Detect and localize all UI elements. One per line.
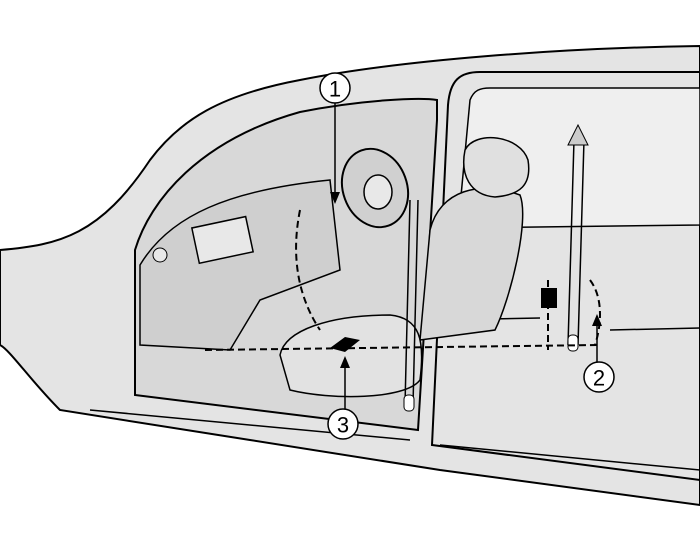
belt-guide	[567, 123, 589, 146]
callout-2: 2	[583, 361, 615, 393]
dash-vent	[190, 215, 255, 265]
dash-knob	[152, 247, 168, 263]
airbag-module	[363, 174, 393, 210]
callout-2-label: 2	[593, 366, 605, 391]
seat-sensor	[330, 337, 360, 352]
rear-seat-belt	[567, 139, 585, 346]
rocker-line	[89, 409, 700, 471]
b-pillar-sensor	[541, 288, 557, 308]
wiring-harness	[204, 209, 601, 351]
front-seat-belt	[404, 199, 419, 406]
rear-belt-anchor	[567, 334, 579, 352]
seat-back	[419, 187, 524, 341]
callout-3-arrow	[340, 356, 350, 368]
callout-1-arrow	[330, 192, 340, 204]
front-belt-anchor	[403, 394, 415, 412]
seat-cushion	[279, 314, 423, 398]
callout-2-arrow	[592, 314, 602, 326]
headrest	[463, 136, 530, 198]
callout-1: 1	[319, 72, 351, 104]
dashboard	[139, 179, 341, 351]
callout-3-label: 3	[337, 413, 349, 438]
rear-window	[457, 87, 700, 229]
callout-3: 3	[327, 408, 359, 440]
callout-1-label: 1	[329, 77, 341, 102]
